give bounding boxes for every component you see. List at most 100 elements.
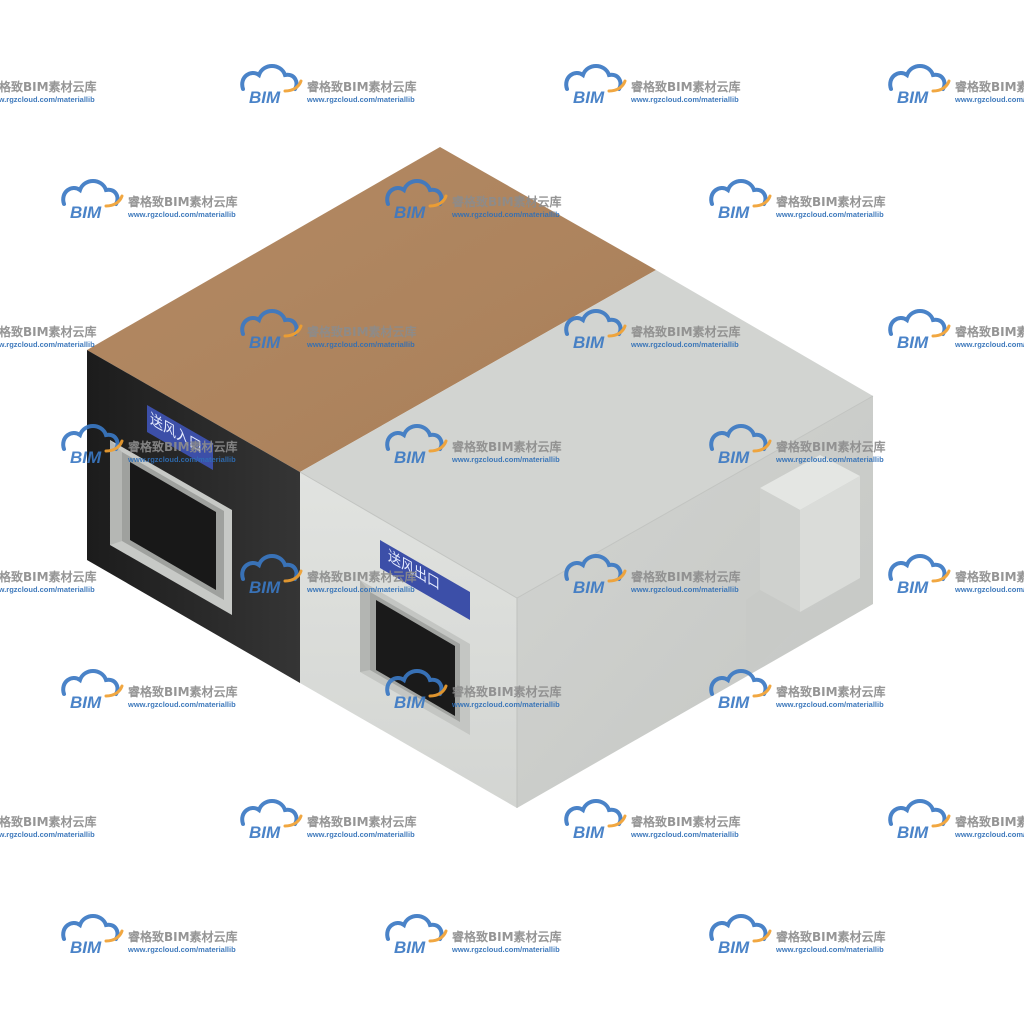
watermark-url: www.rgzcloud.com/materiallib [954, 340, 1024, 349]
watermark-logo-text: BIM [249, 578, 281, 597]
watermark-tile: BIM睿格致BIM素材云库www.rgzcloud.com/materialli… [240, 64, 417, 107]
watermark-tile: BIM睿格致BIM素材云库www.rgzcloud.com/materialli… [61, 179, 238, 222]
watermark-title: 睿格致BIM素材云库 [128, 439, 238, 454]
watermark-url: www.rgzcloud.com/materiallib [630, 585, 739, 594]
watermark-url: www.rgzcloud.com/materiallib [0, 95, 95, 104]
watermark-tile: BIM睿格致BIM素材云库www.rgzcloud.com/materialli… [564, 799, 741, 842]
outlet-opening [360, 580, 470, 735]
watermark-url: www.rgzcloud.com/materiallib [451, 945, 560, 954]
cloud-logo-icon [888, 64, 947, 91]
cloud-logo-icon [888, 799, 947, 826]
watermark-title: 睿格致BIM素材云库 [776, 684, 886, 699]
cloud-logo-icon [709, 424, 768, 451]
watermark-logo-text: BIM [897, 823, 929, 842]
inlet-opening [110, 440, 232, 615]
watermark-logo-text: BIM [573, 823, 605, 842]
watermark-logo-text: BIM [394, 693, 426, 712]
watermark-title: 睿格致BIM素材云库 [307, 814, 417, 829]
cloud-logo-icon [61, 669, 120, 696]
top-face-grey [300, 270, 873, 598]
watermark-logo-text: BIM [70, 693, 102, 712]
watermark-url: www.rgzcloud.com/materiallib [954, 830, 1024, 839]
watermark-url: www.rgzcloud.com/materiallib [630, 340, 739, 349]
watermark-tile: BIM 睿格致BIM素材云库www.rgzcloud.com/materialli… [61, 424, 238, 467]
watermark-tile: BIM睿格致BIM素材云库www.rgzcloud.com/materialli… [709, 914, 886, 957]
watermark-title: 睿格致BIM素材云库 [631, 324, 741, 339]
watermark-tile: BIM睿格致BIM素材云库www.rgzcloud.com/materialli… [0, 79, 97, 104]
watermark-title: 睿格致BIM素材云库 [307, 324, 417, 339]
cloud-logo-icon [564, 799, 623, 826]
watermark-logo-text: BIM [249, 333, 281, 352]
watermark-tile: BIM睿格致BIM素材云库www.rgzcloud.com/materialli… [0, 814, 97, 839]
watermark-url: www.rgzcloud.com/materiallib [127, 210, 236, 219]
watermark-title: 睿格致BIM素材云库 [955, 569, 1024, 584]
watermark-tile: BIM 睿格致BIM素材云库www.rgzcloud.com/materialli… [385, 669, 562, 712]
watermark-logo-text: BIM [70, 203, 102, 222]
watermark-title: 睿格致BIM素材云库 [452, 929, 562, 944]
cloud-logo-icon [709, 179, 768, 206]
watermark-logo-text: BIM [573, 578, 605, 597]
watermark-title: 睿格致BIM素材云库 [128, 929, 238, 944]
watermark-tile: BIM睿格致BIM素材云库www.rgzcloud.com/materialli… [564, 554, 741, 597]
watermark-logo-text: BIM [718, 448, 750, 467]
watermark-tile: BIM睿格致BIM素材云库www.rgzcloud.com/materialli… [564, 64, 741, 107]
watermark-title: 睿格致BIM素材云库 [955, 814, 1024, 829]
cloud-logo-icon [564, 309, 623, 336]
cloud-logo-icon [61, 424, 120, 451]
watermark-title: 睿格致BIM素材云库 [0, 814, 97, 829]
watermark-logo-text: BIM [718, 203, 750, 222]
watermark-title: 睿格致BIM素材云库 [776, 194, 886, 209]
watermark-logo-text: BIM [718, 938, 750, 957]
watermark-tile: BIM 睿格致BIM素材云库www.rgzcloud.com/materialli… [888, 799, 1024, 842]
watermark-logo-text: BIM [394, 203, 426, 222]
watermark-title: 睿格致BIM素材云库 [452, 194, 562, 209]
watermark-url: www.rgzcloud.com/materiallib [127, 455, 236, 464]
cloud-logo-icon [888, 309, 947, 336]
watermark-title: 睿格致BIM素材云库 [452, 439, 562, 454]
cloud-logo-icon [240, 309, 299, 336]
watermark-url: www.rgzcloud.com/materiallib [306, 585, 415, 594]
watermark-logo-text: BIM [573, 88, 605, 107]
watermark-title: 睿格致BIM素材云库 [452, 684, 562, 699]
watermark-logo-text: BIM [897, 88, 929, 107]
watermark-tile: BIM睿格致BIM素材云库www.rgzcloud.com/materialli… [0, 569, 97, 594]
cloud-logo-icon [385, 424, 444, 451]
watermark-title: 睿格致BIM素材云库 [776, 439, 886, 454]
watermark-title: 睿格致BIM素材云库 [955, 324, 1024, 339]
watermark-url: www.rgzcloud.com/materiallib [451, 455, 560, 464]
watermark-url: www.rgzcloud.com/materiallib [775, 210, 884, 219]
cloud-logo-icon [709, 914, 768, 941]
watermark-logo-text: BIM [718, 693, 750, 712]
cloud-logo-icon [385, 179, 444, 206]
watermark-logo-text: BIM [249, 88, 281, 107]
cloud-logo-icon [240, 799, 299, 826]
watermark-logo-text: BIM [70, 448, 102, 467]
watermark-url: www.rgzcloud.com/materiallib [451, 210, 560, 219]
watermark-url: www.rgzcloud.com/materiallib [127, 700, 236, 709]
air-handling-unit: 送风入口 送风出口 [87, 147, 874, 808]
watermark-logo-text: BIM [897, 333, 929, 352]
watermark-url: www.rgzcloud.com/materiallib [306, 830, 415, 839]
cloud-logo-icon [61, 914, 120, 941]
watermark-logo-text: BIM [249, 823, 281, 842]
watermark-tile: BIM 睿格致BIM素材云库www.rgzcloud.com/materialli… [709, 669, 886, 712]
watermark-layer: BIM睿格致BIM素材云库www.rgzcloud.com/materialli… [0, 64, 1024, 957]
cloud-logo-icon [564, 554, 623, 581]
watermark-tile: BIM 睿格致BIM素材云库www.rgzcloud.com/materialli… [240, 554, 417, 597]
top-face-copper [87, 147, 656, 472]
watermark-url: www.rgzcloud.com/materiallib [630, 95, 739, 104]
watermark-title: 睿格致BIM素材云库 [955, 79, 1024, 94]
watermark-url: www.rgzcloud.com/materiallib [451, 700, 560, 709]
watermark-logo-text: BIM [70, 938, 102, 957]
cloud-logo-icon [385, 914, 444, 941]
side-duct-box [746, 455, 860, 676]
cloud-logo-icon [709, 669, 768, 696]
watermark-url: www.rgzcloud.com/materiallib [775, 700, 884, 709]
watermark-tile: BIM睿格致BIM素材云库www.rgzcloud.com/materialli… [0, 324, 97, 349]
watermark-tile: BIM睿格致BIM素材云库www.rgzcloud.com/materialli… [61, 669, 238, 712]
watermark-url: www.rgzcloud.com/materiallib [775, 455, 884, 464]
cloud-logo-icon [240, 64, 299, 91]
watermark-title: 睿格致BIM素材云库 [307, 569, 417, 584]
watermark-logo-text: BIM [394, 448, 426, 467]
